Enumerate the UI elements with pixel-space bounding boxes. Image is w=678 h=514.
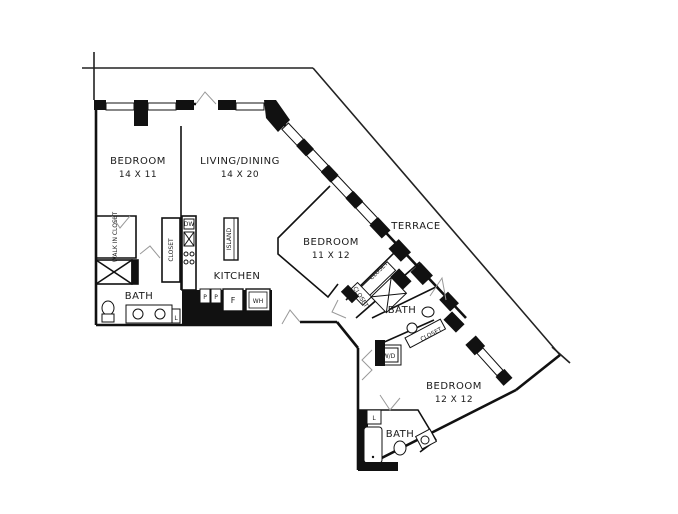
bath1-fixtures bbox=[101, 300, 181, 324]
kitchen-island: ISLAND bbox=[223, 217, 239, 261]
living-dining-dims: 14 X 20 bbox=[221, 170, 259, 180]
bath3-fixtures bbox=[358, 409, 438, 471]
diagonal-windows bbox=[281, 122, 459, 312]
bedroom1-dims: 14 X 11 bbox=[119, 170, 157, 180]
room-labels: BEDROOM 14 X 11 LIVING/DINING 14 X 20 BE… bbox=[110, 156, 482, 440]
dishwasher-label: DW bbox=[184, 221, 195, 228]
walk-in-closet-label: WALK IN CLOSET bbox=[112, 211, 119, 262]
bedroom2-dims: 11 X 12 bbox=[312, 251, 350, 261]
washer-dryer-label: W/D bbox=[383, 353, 396, 360]
bedroom2-label: BEDROOM bbox=[303, 237, 359, 248]
pantry-1-label: P bbox=[203, 294, 207, 301]
top-windows bbox=[94, 100, 290, 132]
bedroom3-label: BEDROOM bbox=[426, 381, 482, 392]
bath1-label: BATH bbox=[125, 291, 154, 302]
bedroom3-window bbox=[465, 335, 513, 386]
kitchen-label: KITCHEN bbox=[214, 271, 261, 282]
water-heater-label: WH bbox=[253, 298, 263, 305]
bath3-label: BATH bbox=[386, 429, 415, 440]
kitchen-appliances bbox=[183, 218, 195, 265]
island-label: ISLAND bbox=[226, 227, 233, 250]
terrace-label: TERRACE bbox=[390, 221, 440, 232]
door-swings bbox=[111, 91, 447, 411]
closet-1-label: CLOSET bbox=[168, 238, 175, 262]
property-lines bbox=[82, 52, 571, 364]
bedroom3-dims: 12 X 12 bbox=[435, 395, 473, 405]
bedroom1-label: BEDROOM bbox=[110, 156, 166, 167]
bath2-fixtures bbox=[348, 261, 447, 366]
living-dining-label: LIVING/DINING bbox=[200, 156, 280, 167]
pantry-2-label: P bbox=[214, 294, 218, 301]
bath2-label: BATH bbox=[388, 305, 417, 316]
linen-label-2: L bbox=[372, 415, 376, 422]
kitchen-counter: P P F WH bbox=[182, 288, 272, 325]
fridge-label: F bbox=[231, 296, 236, 305]
bath2-black-walls bbox=[340, 268, 465, 366]
linen-label-1: L bbox=[174, 315, 178, 322]
